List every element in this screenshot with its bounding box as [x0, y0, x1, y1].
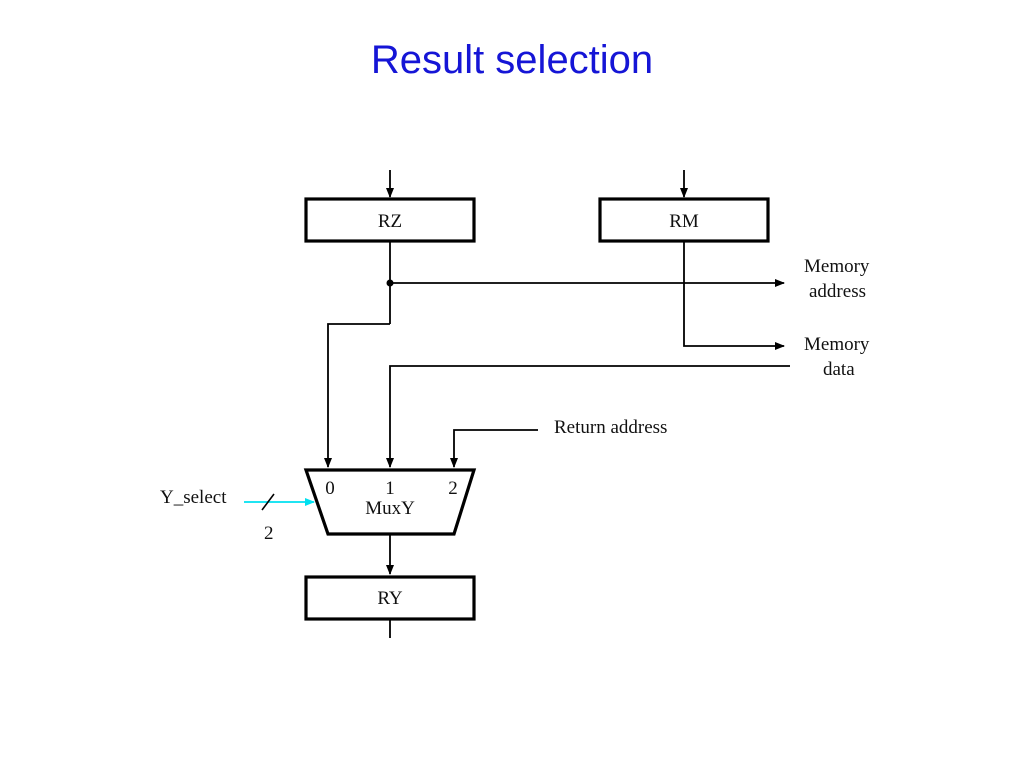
y-select-width-label: 2	[264, 523, 274, 544]
mux-input-0-label: 0	[325, 478, 335, 499]
memory-data-label-line2: data	[823, 359, 855, 380]
rz-to-mux-input-0-wire	[324, 323, 390, 468]
y-select-bus-slash	[261, 493, 275, 511]
memory-data-label-line1: Memory	[804, 334, 870, 355]
register-rm: RM	[598, 197, 770, 243]
register-ry: RY	[304, 575, 476, 621]
y-select-label: Y_select	[160, 487, 227, 508]
register-ry-label: RY	[377, 588, 403, 609]
mux-y: 0 1 2 MuxY	[303, 468, 477, 536]
mux-input-2-label: 2	[448, 478, 458, 499]
register-rm-label: RM	[669, 211, 699, 232]
register-rz: RZ	[304, 197, 476, 243]
memory-data-to-mux-input-1-wire	[386, 365, 790, 468]
memory-address-label-line2: address	[809, 281, 866, 302]
memory-data-out-wire	[683, 241, 785, 350]
mux-input-1-label: 1	[385, 478, 395, 499]
slide-title: Result selection	[370, 38, 654, 82]
register-rz-label: RZ	[378, 211, 402, 232]
memory-address-label-line1: Memory	[804, 256, 870, 277]
return-address-label: Return address	[554, 417, 667, 438]
mux-name-label: MuxY	[365, 498, 415, 519]
return-address-wire	[450, 429, 538, 468]
